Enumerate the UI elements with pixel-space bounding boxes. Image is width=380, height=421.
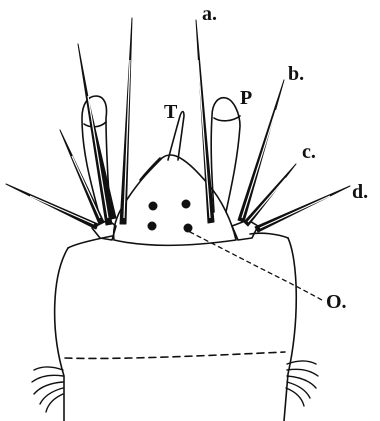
right-bristle-tuft [286, 361, 318, 406]
ocellus-3 [148, 222, 157, 231]
label-b: b. [288, 63, 304, 85]
seta-left-1 [6, 184, 98, 229]
ocellus-4 [184, 224, 193, 233]
label-P: P [240, 87, 252, 109]
ocellus-2 [182, 200, 191, 209]
ocellus-1 [149, 202, 158, 211]
segment-boundary-dashed [65, 352, 285, 358]
head-capsule [114, 155, 236, 245]
label-c: c. [302, 141, 316, 163]
label-O: O. [326, 291, 347, 313]
label-d: d. [352, 181, 368, 203]
ocellus-pointer-line [190, 232, 322, 300]
left-bristle-tuft [32, 367, 63, 412]
seta-left-4 [120, 18, 132, 224]
body-segment-outline [55, 238, 297, 421]
label-T: T [164, 101, 178, 123]
label-a: a. [202, 3, 217, 25]
